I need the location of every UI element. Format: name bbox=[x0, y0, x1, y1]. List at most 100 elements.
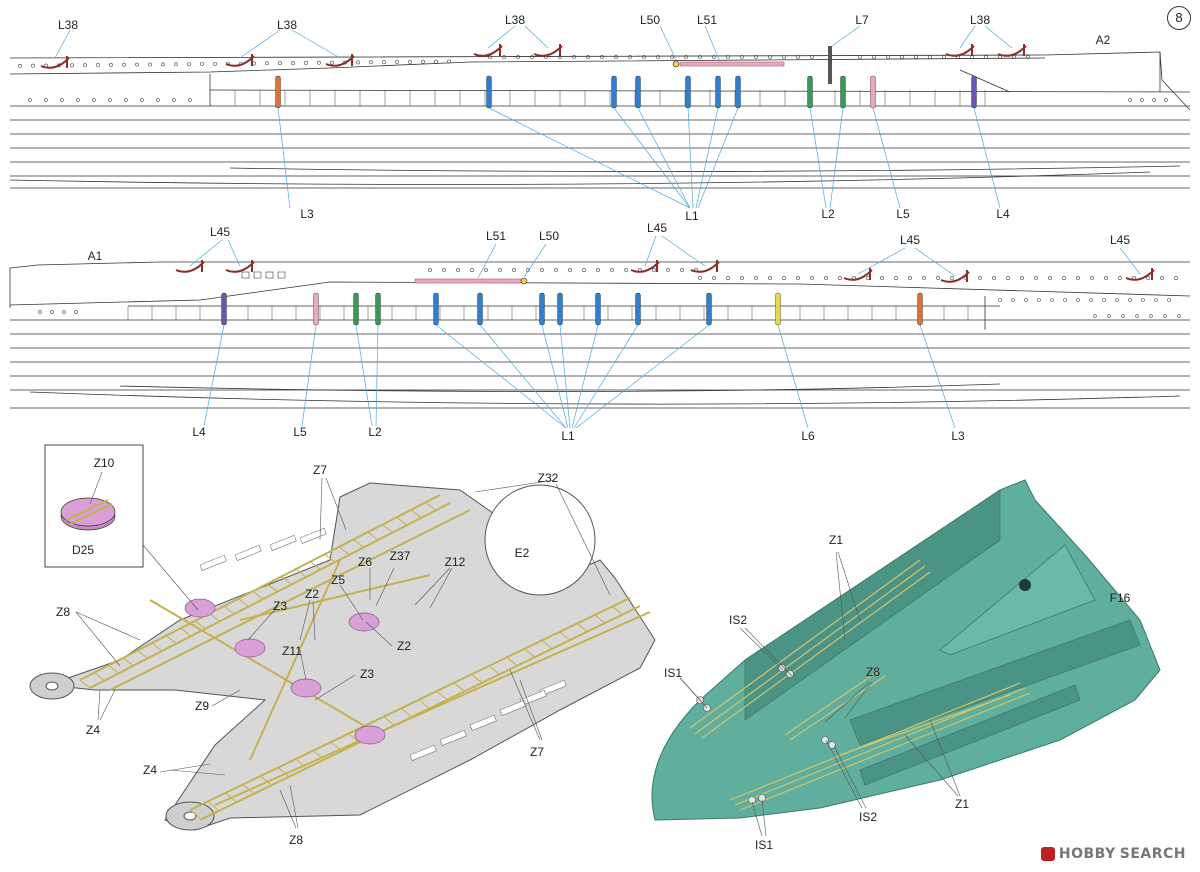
porthole bbox=[200, 62, 204, 66]
porthole bbox=[74, 310, 78, 314]
porthole bbox=[586, 55, 590, 59]
porthole bbox=[984, 55, 988, 59]
rail-rung bbox=[252, 590, 264, 600]
leader-line bbox=[75, 611, 141, 641]
porthole bbox=[656, 55, 660, 59]
porthole bbox=[1006, 276, 1010, 280]
callout-deck-z2-7: Z2 bbox=[304, 587, 320, 601]
rail-rung bbox=[281, 576, 292, 585]
porthole bbox=[502, 55, 506, 59]
porthole bbox=[1048, 276, 1052, 280]
callout-bottom-l45: L45 bbox=[209, 225, 231, 239]
turntable-disc bbox=[234, 638, 266, 658]
porthole bbox=[1149, 314, 1153, 318]
etched-rail bbox=[789, 675, 886, 741]
leader-line bbox=[277, 107, 291, 209]
rail-rung bbox=[425, 502, 436, 511]
top-hull-outline bbox=[9, 51, 1191, 189]
porthole bbox=[726, 55, 730, 59]
teal-wall-right bbox=[849, 619, 1141, 746]
porthole bbox=[992, 276, 996, 280]
window bbox=[265, 271, 274, 279]
porthole bbox=[540, 268, 544, 272]
turntable-disc bbox=[290, 678, 322, 698]
porthole bbox=[1062, 276, 1066, 280]
leader-line bbox=[355, 324, 373, 427]
porthole bbox=[1128, 298, 1132, 302]
crane-part bbox=[473, 45, 503, 57]
porthole bbox=[624, 268, 628, 272]
leader-line bbox=[99, 689, 116, 721]
leader-line bbox=[299, 599, 311, 641]
porthole bbox=[369, 60, 373, 65]
porthole bbox=[1050, 298, 1054, 302]
leader-line bbox=[661, 235, 706, 267]
crane-part bbox=[690, 261, 720, 273]
top-crane-parts bbox=[40, 44, 1027, 69]
rail-rung bbox=[559, 631, 570, 641]
l50-part bbox=[672, 60, 680, 68]
rail-rung bbox=[506, 656, 518, 666]
crane-part bbox=[533, 45, 563, 57]
rail-rung bbox=[122, 657, 134, 667]
leader-line bbox=[339, 584, 364, 621]
etched-rail bbox=[729, 682, 1021, 801]
pipe-part bbox=[539, 292, 545, 326]
porthole bbox=[740, 55, 744, 59]
porthole bbox=[470, 268, 474, 272]
callout-top-l7: L7 bbox=[855, 13, 869, 27]
rail-rung bbox=[541, 640, 553, 649]
leader-line bbox=[279, 789, 297, 829]
bottom-hull-ribs bbox=[127, 306, 969, 320]
crane-part bbox=[630, 261, 660, 273]
teal-wall-lower bbox=[859, 684, 1081, 786]
rail-rung bbox=[194, 620, 206, 630]
porthole bbox=[83, 63, 87, 68]
porthole bbox=[1076, 276, 1080, 280]
pipe-part bbox=[221, 292, 227, 326]
deck-etched-rails bbox=[79, 494, 651, 821]
pipe-part bbox=[685, 75, 691, 109]
callout-top-l3: L3 bbox=[300, 207, 314, 221]
leader-line bbox=[919, 324, 956, 429]
l50-part-bottom bbox=[520, 277, 528, 285]
porthole bbox=[50, 310, 54, 314]
porthole bbox=[768, 276, 772, 280]
crane-part bbox=[940, 271, 970, 283]
porthole bbox=[894, 276, 898, 280]
porthole bbox=[1177, 314, 1181, 318]
leader-line bbox=[477, 243, 497, 279]
leader-line bbox=[679, 677, 708, 709]
porthole bbox=[600, 55, 604, 59]
rail-rung bbox=[471, 673, 482, 683]
porthole bbox=[434, 59, 438, 64]
porthole bbox=[810, 276, 814, 280]
leader-line bbox=[319, 477, 323, 541]
leader-line bbox=[761, 799, 767, 837]
callout-top-l51: L51 bbox=[696, 13, 718, 27]
porthole bbox=[998, 298, 1002, 302]
deck-mount-bottom-hole bbox=[183, 811, 197, 821]
porthole bbox=[60, 98, 64, 102]
crane-part bbox=[997, 45, 1027, 57]
porthole bbox=[596, 268, 600, 272]
teal-etched-rails bbox=[689, 559, 1031, 811]
porthole bbox=[278, 61, 282, 66]
porthole bbox=[1154, 298, 1158, 302]
etched-rail bbox=[739, 692, 1031, 811]
porthole bbox=[70, 63, 74, 68]
deck-slot bbox=[499, 699, 527, 716]
rail-rung bbox=[224, 792, 236, 802]
porthole bbox=[554, 268, 558, 272]
leader-line bbox=[835, 551, 846, 641]
pipe-part bbox=[715, 75, 721, 109]
pipe-part bbox=[595, 292, 601, 326]
leader-line bbox=[704, 25, 721, 63]
leader-line bbox=[637, 107, 691, 209]
callout-deck-z8-16: Z8 bbox=[288, 833, 304, 847]
callout-top-l50: L50 bbox=[639, 13, 661, 27]
mount-stud bbox=[748, 796, 756, 804]
callout-deck-z37-4: Z37 bbox=[389, 549, 411, 563]
callout-deck-z12-5: Z12 bbox=[444, 555, 466, 569]
leader-line bbox=[844, 681, 873, 719]
